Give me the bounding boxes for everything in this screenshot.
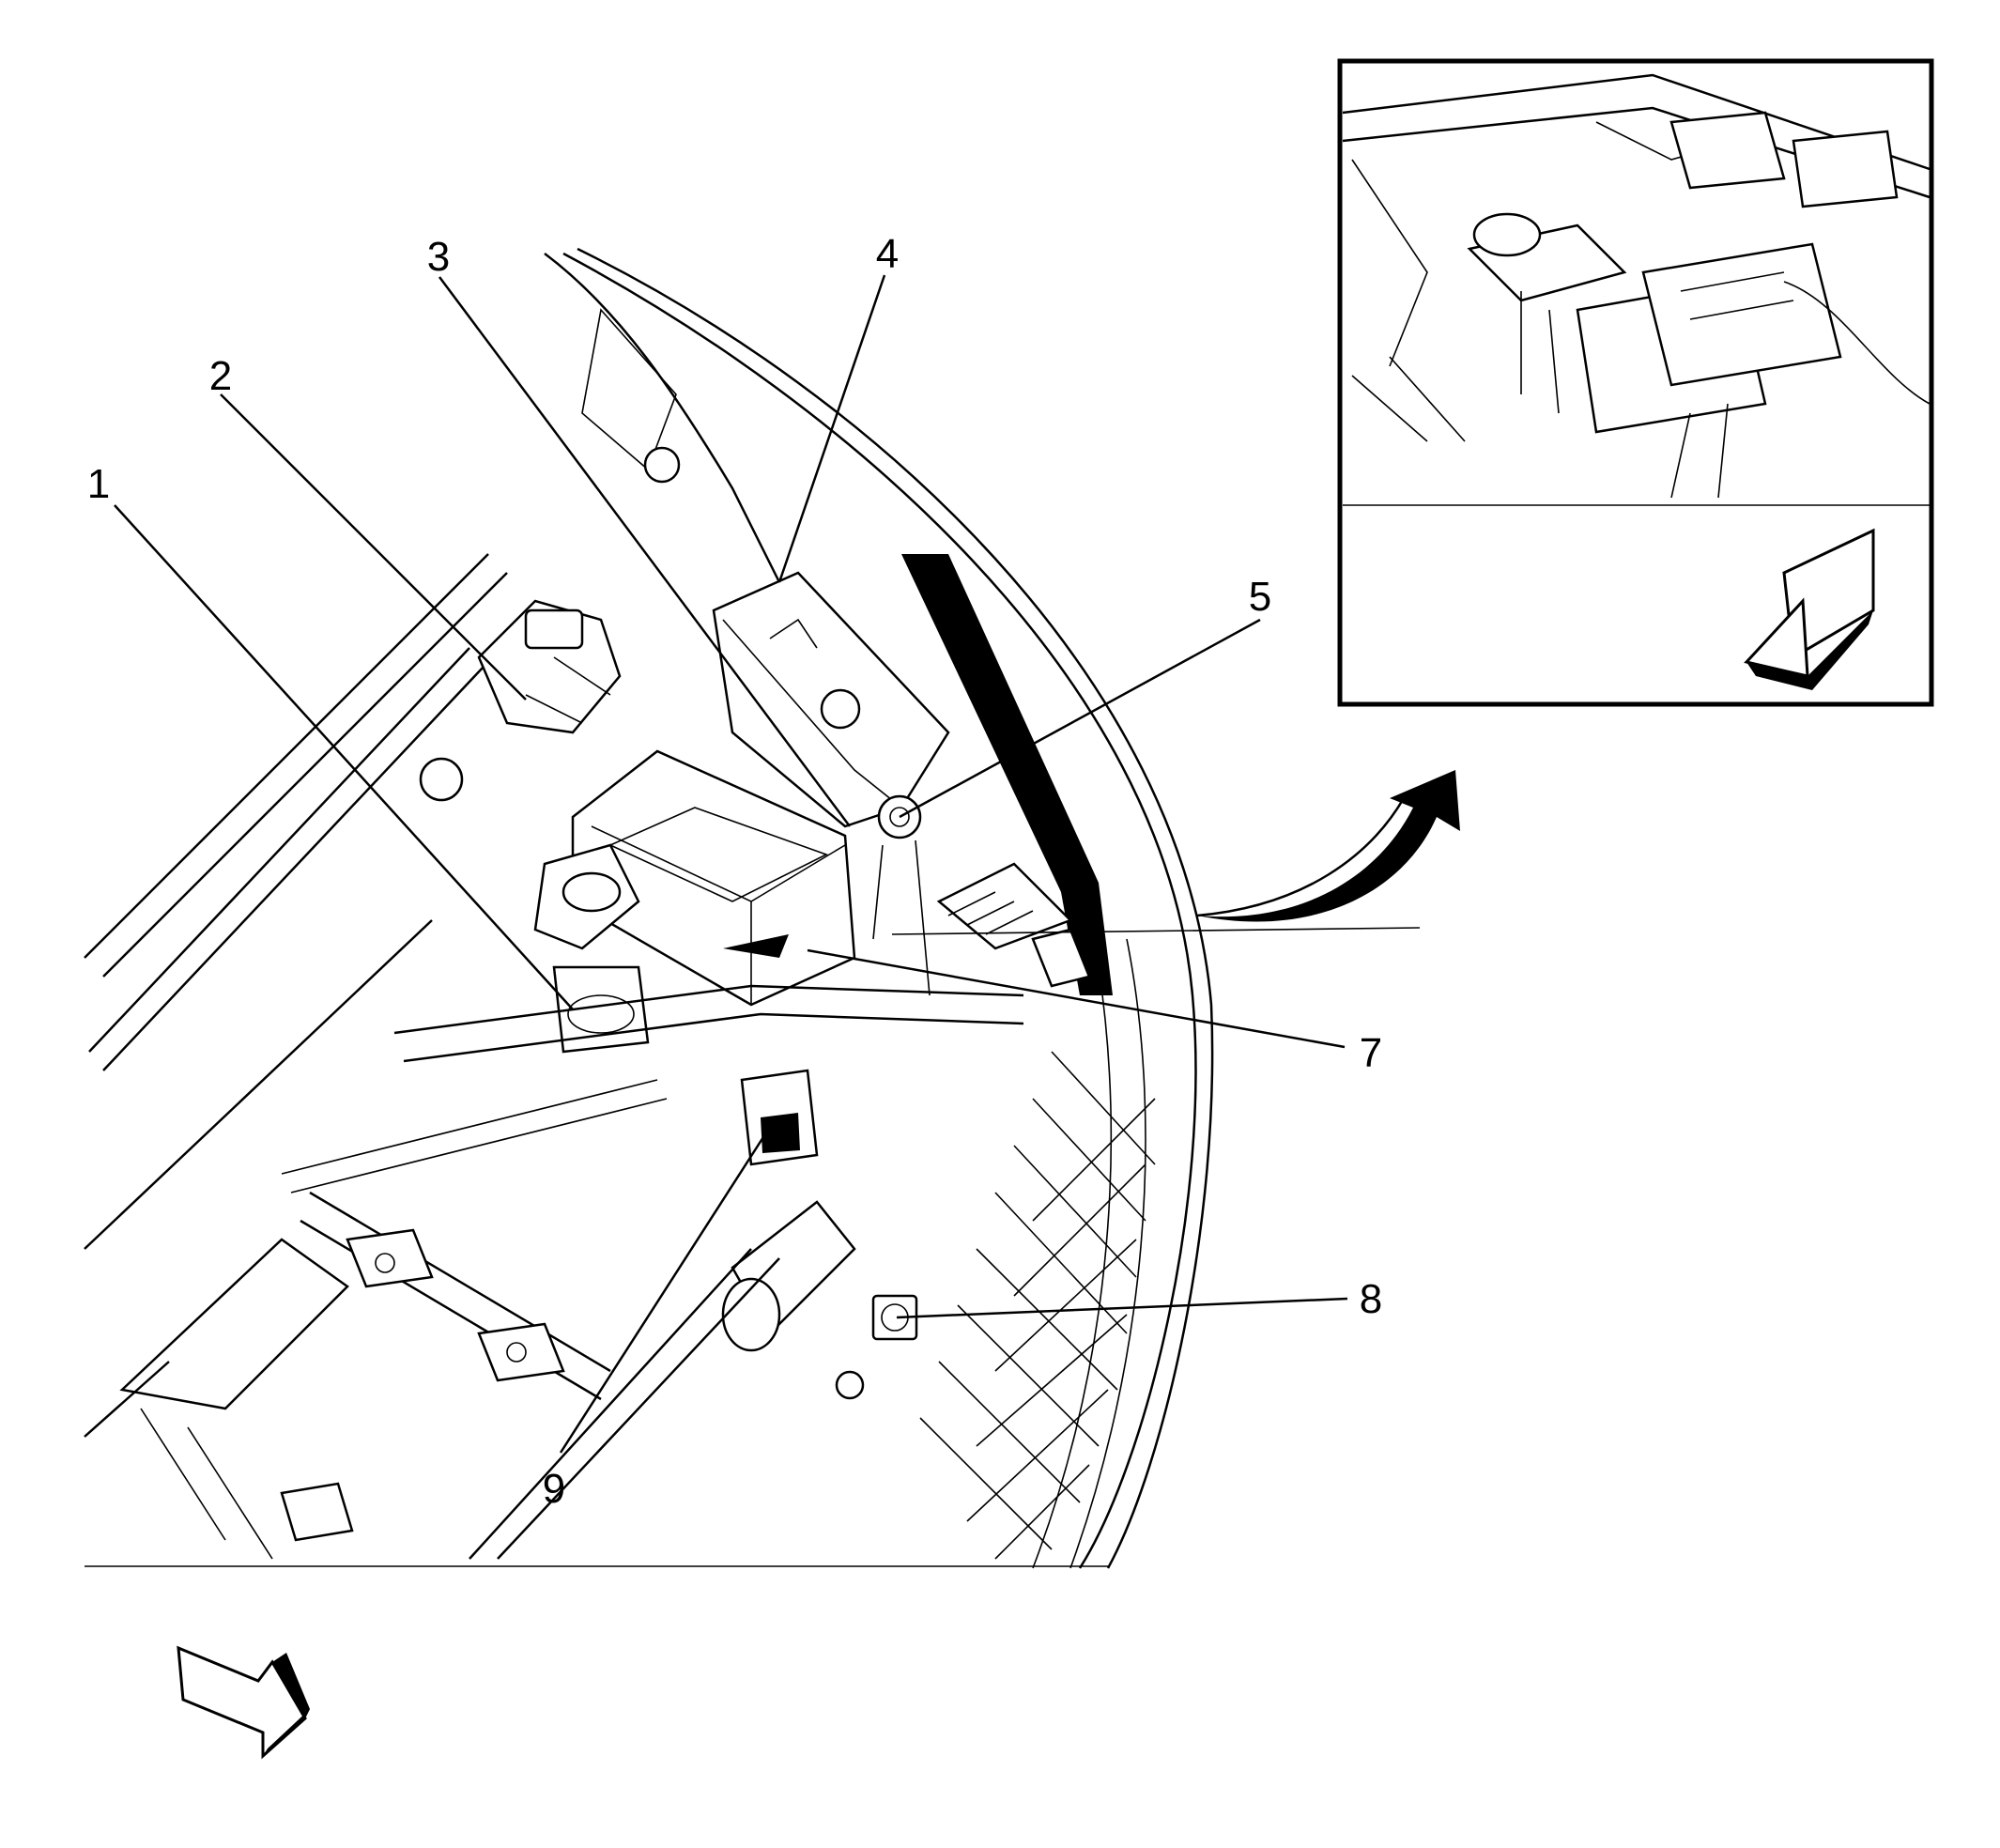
inset-view-direction-arrow-icon [1744,528,1875,690]
callout-8: 8 [1360,1276,1382,1322]
battery [712,571,950,828]
relay-module [740,1069,819,1166]
horn [721,1200,856,1352]
main-view [84,247,1214,1569]
inset-drawing [1342,73,1931,506]
callout-4: 4 [876,231,899,277]
callout-2: 2 [209,353,232,399]
callout-9: 9 [543,1466,565,1512]
callout-labels: 1 2 3 4 5 6 7 8 9 [87,231,1506,1512]
inset-detail-view [1337,58,1934,707]
callout-3: 3 [427,234,450,280]
callout-5: 5 [1249,574,1271,620]
ground-bolt [835,1294,918,1400]
callout-1: 1 [87,461,110,507]
crossmember [119,1191,611,1560]
grille [919,1051,1156,1560]
view-direction-arrow-icon [177,1645,310,1760]
reservoir [533,843,650,1054]
callout-7: 7 [1360,1030,1382,1076]
ground-stud [872,794,931,996]
detail-curved-arrow-icon [1196,770,1460,922]
wiper-motor [419,599,622,802]
